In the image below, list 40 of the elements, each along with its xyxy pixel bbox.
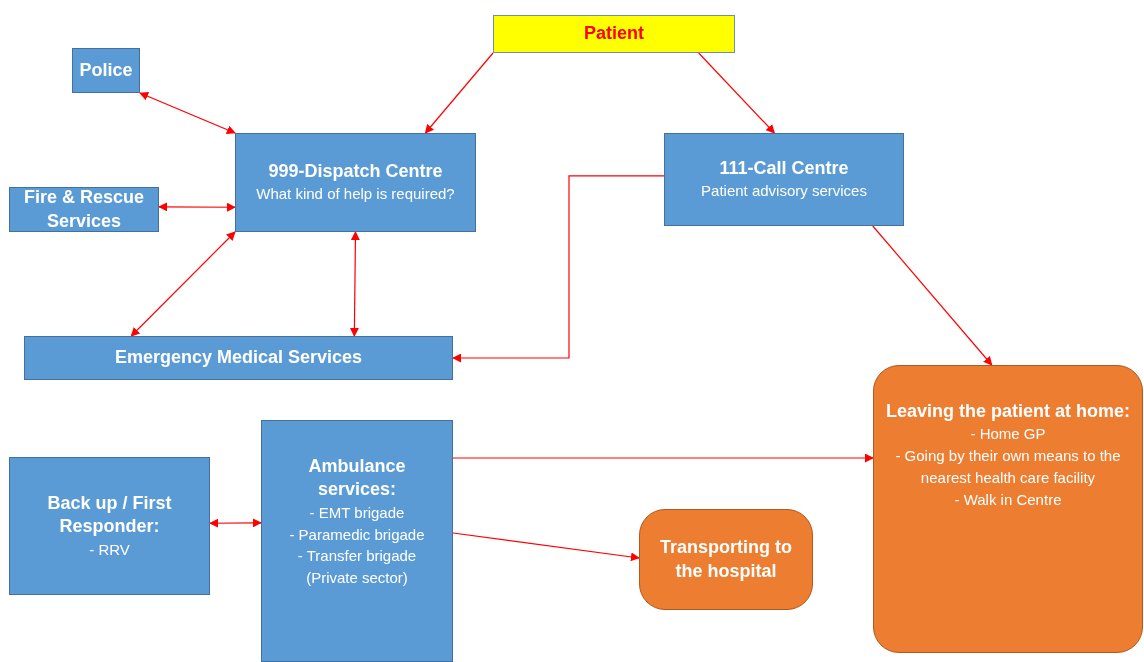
arrow [872,225,993,366]
node-title: Leaving the patient at home: [886,400,1130,423]
node-subtitle: What kind of help is required? [256,184,455,205]
process-box [235,133,476,232]
arrow [139,92,236,134]
node-title: 111-Call Centre [719,156,849,180]
node-title: Transporting to the hospital [659,536,793,583]
node-title: Ambulance services: [307,455,407,502]
process-box [9,187,159,232]
process-box [24,336,453,380]
node-title: Back up / First Responder: [46,491,173,539]
process-box [664,133,904,226]
arrow [158,202,236,212]
list-item: - Walk in Centre [954,489,1062,510]
arrow [424,52,494,134]
process-box [72,48,140,93]
arrow [452,453,874,463]
node-title: Police [79,58,133,82]
node-subtitle: Patient advisory services [701,181,867,202]
list-item: - EMT brigade [309,502,405,523]
node-title: Emergency Medical Services [114,346,363,370]
outcome-box [639,509,813,610]
list-item: - Home GP [970,424,1046,445]
arrow [130,231,236,337]
arrow [209,518,262,528]
arrow [698,52,775,134]
process-box [261,420,453,662]
node-title: Fire & Rescue Services [22,186,146,233]
patient-box [493,15,735,53]
list-item: - Going by their own means to the nearest health care facility [894,446,1122,488]
arrow [349,231,360,337]
process-box [9,457,210,595]
outcome-box [873,365,1143,653]
node-title: 999-Dispatch Centre [268,159,443,183]
arrow [452,175,665,363]
list-item: - Transfer brigade (Private sector) [296,546,418,589]
list-item: - Paramedic brigade [289,524,425,545]
list-item: - RRV [89,539,130,560]
node-title: Patient [584,22,644,46]
arrow [452,532,640,562]
